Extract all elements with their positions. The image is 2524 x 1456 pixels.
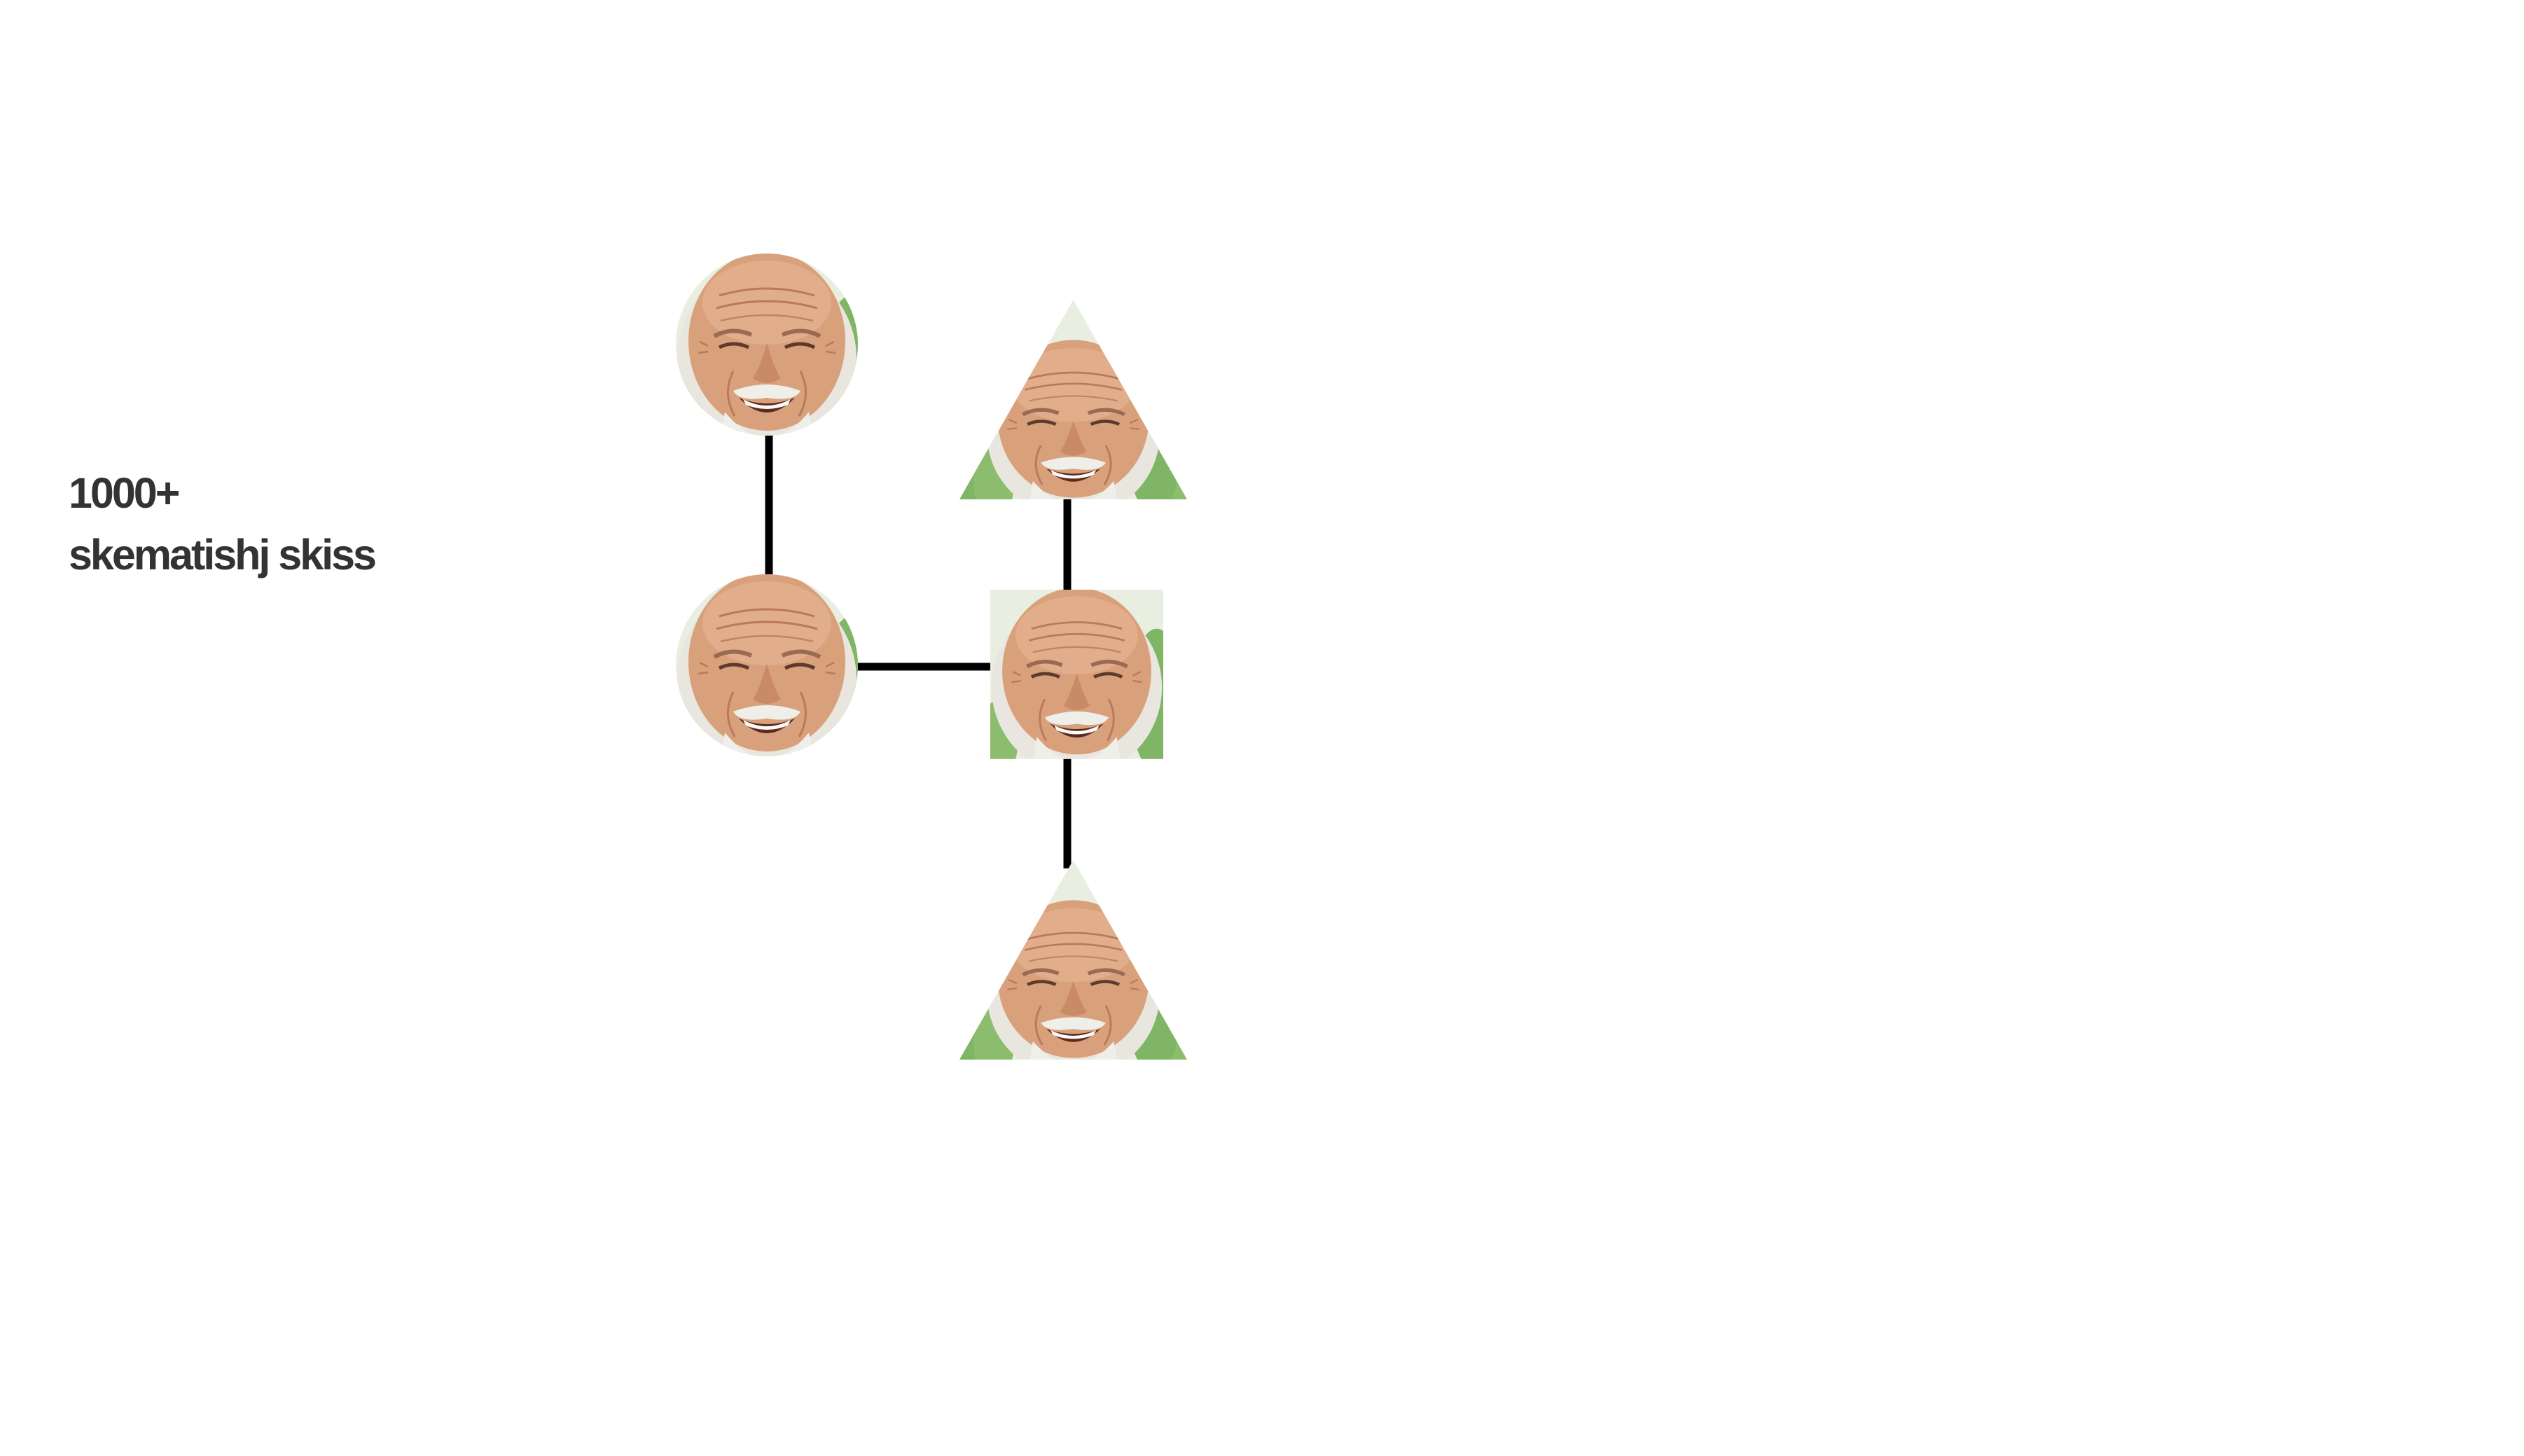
node-circle-top — [663, 251, 879, 457]
node-circle-bottom — [663, 572, 879, 777]
node-triangle-bottom — [959, 860, 1187, 1060]
node-triangle-top — [959, 300, 1187, 499]
node-square-middle — [978, 588, 1184, 778]
caption-count: 1000+ — [69, 469, 180, 517]
caption-label: skematishj skiss — [69, 531, 377, 578]
connector-lines — [765, 427, 1072, 868]
diagram-caption: 1000+ skematishj skiss — [69, 462, 377, 585]
